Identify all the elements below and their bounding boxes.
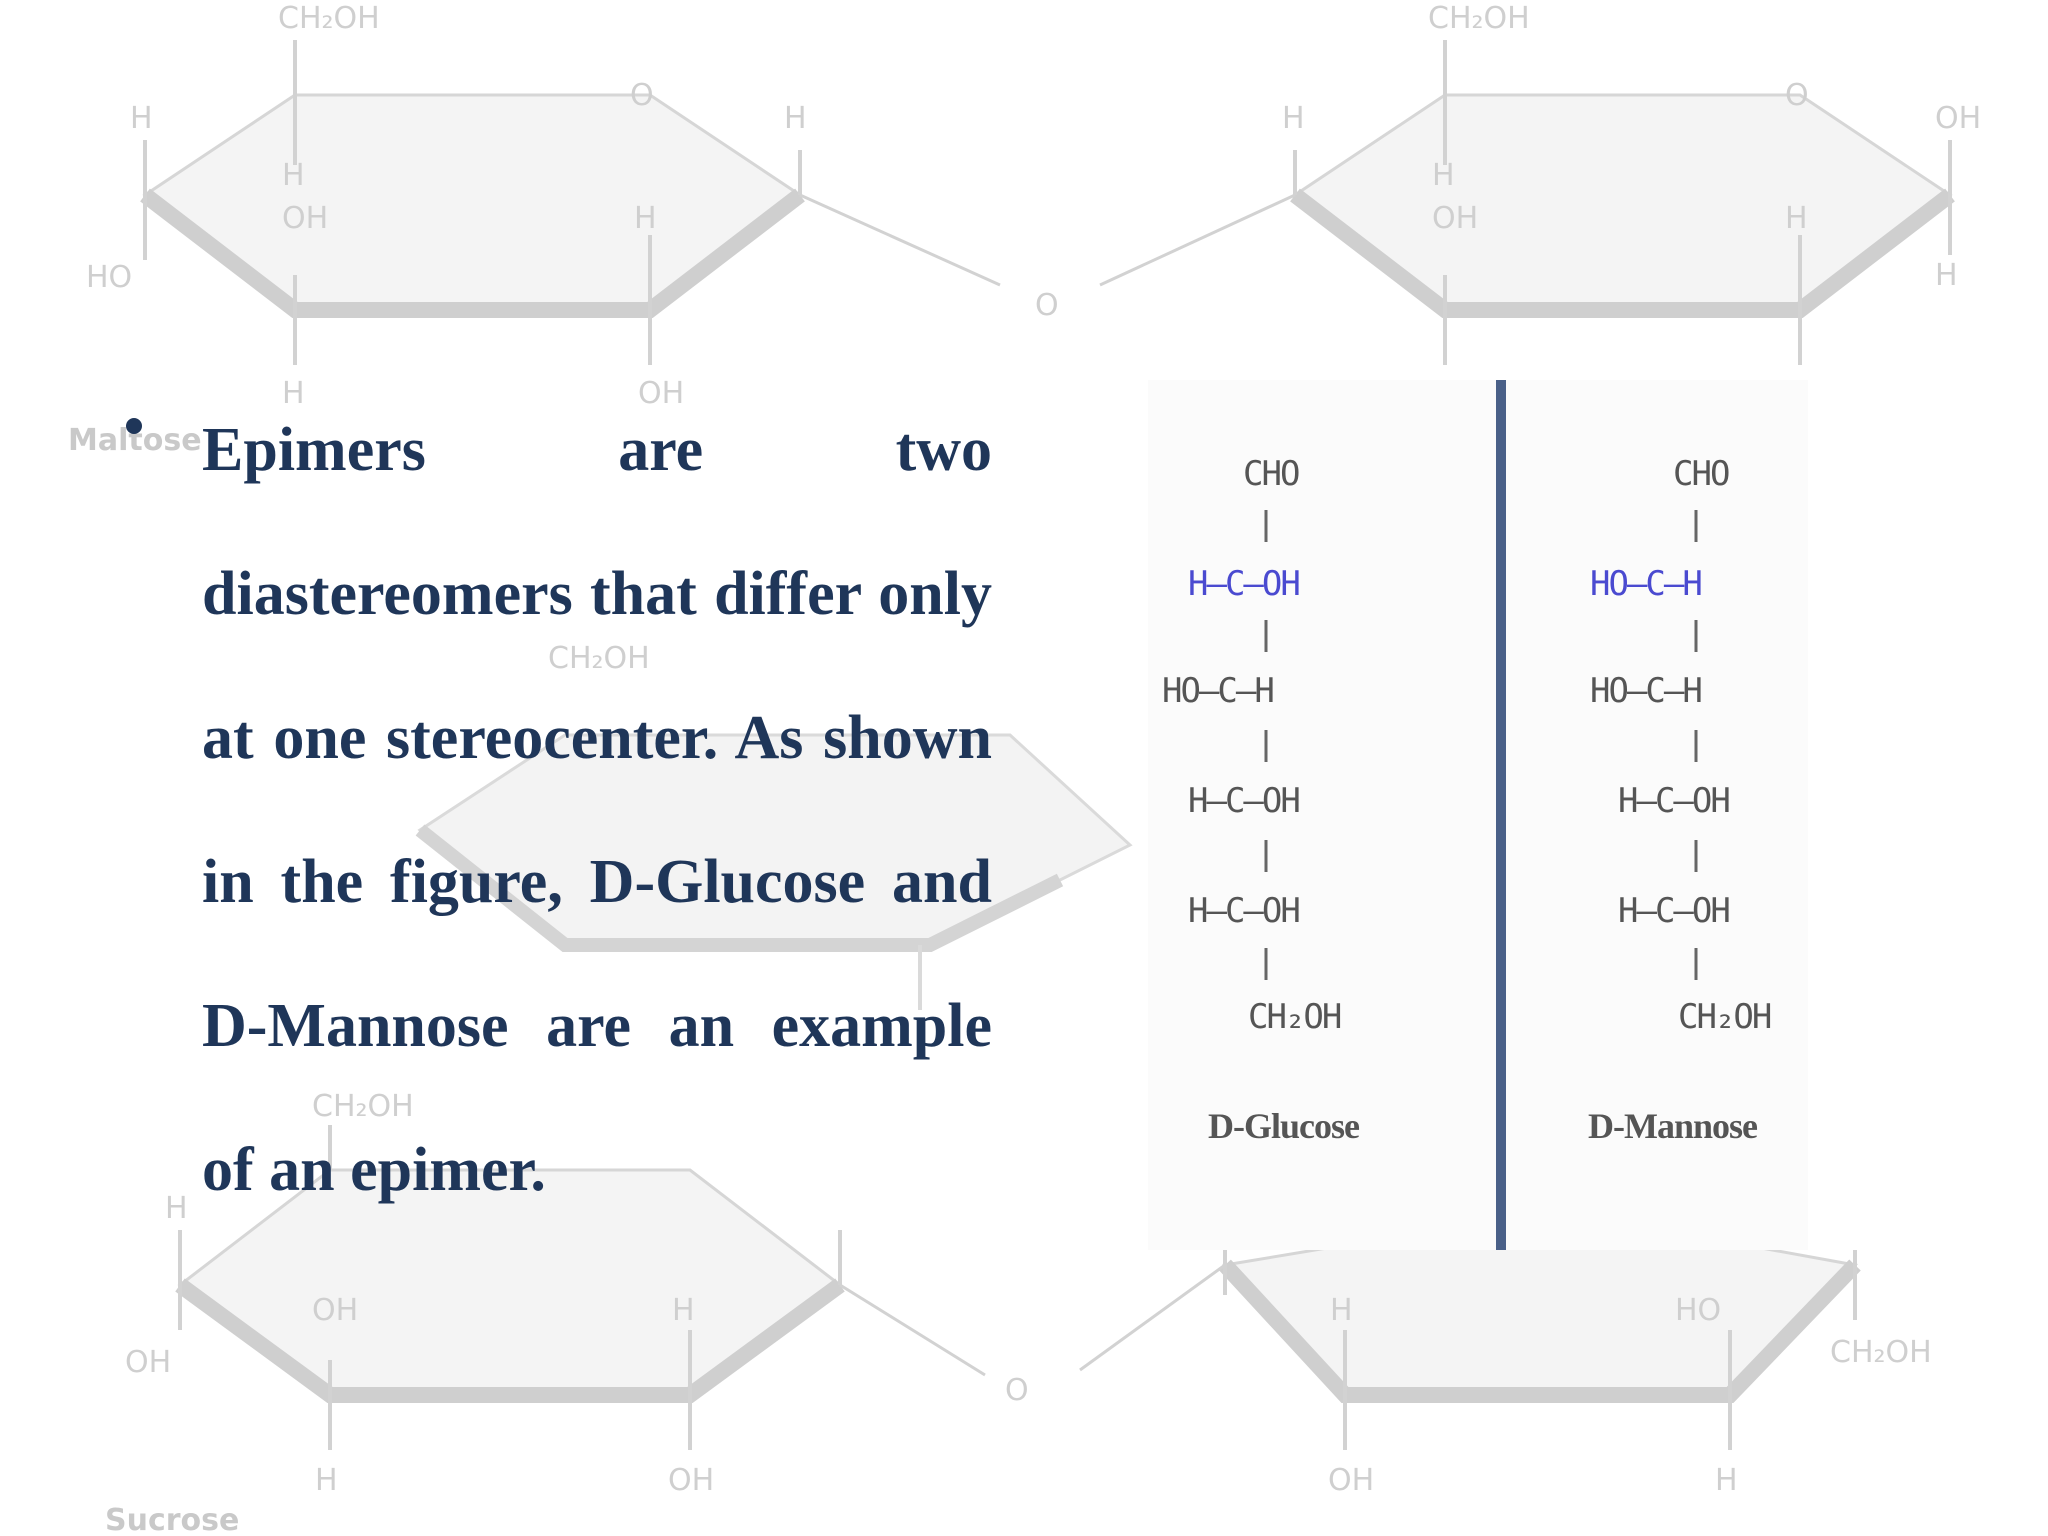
glucose-caption: D-Glucose (1208, 1106, 1360, 1146)
bg-o-label: O (1785, 78, 1809, 113)
bg-ho-label: HO (86, 260, 132, 295)
glucose-row-4: H—C—OH (1188, 781, 1299, 821)
d-glucose-structure: CHO H—C—OH HO—C—H H—C—OH H—C—OH CH₂OH D-… (1162, 454, 1361, 1146)
bg-h-label: H (315, 1463, 338, 1498)
mannose-row-4: H—C—OH (1618, 781, 1729, 821)
bg-h-label: H (1935, 258, 1958, 293)
glucose-row-5: H—C—OH (1188, 891, 1299, 931)
bg-bridge-o-label: O (1005, 1373, 1029, 1408)
bg-ho-label: HO (1675, 1293, 1721, 1328)
mannose-row-3: HO—C—H (1590, 671, 1701, 711)
bg-bridge-o-label: O (1035, 288, 1059, 323)
bg-ch2oh-label: CH₂OH (278, 1, 380, 36)
bg-h-label: H (1715, 1463, 1738, 1498)
top-left-ring: CH₂OH H HO H OH H H OH O H (86, 1, 1001, 411)
mannose-row-2: HO—C—H (1590, 564, 1701, 604)
fischer-projections: CHO H—C—OH HO—C—H H—C—OH H—C—OH CH₂OH D-… (1148, 380, 1808, 1250)
bg-h-label: H (1330, 1293, 1353, 1328)
bg-h-label: H (634, 201, 657, 236)
bg-oh-label: OH (282, 201, 328, 236)
bg-h-label: H (1282, 101, 1305, 136)
middle-ring: CH₂OH (415, 641, 1133, 1010)
bg-h-label: H (282, 158, 305, 193)
bg-h-label: H (1785, 201, 1808, 236)
bullet-dot (126, 418, 142, 434)
bg-h-label: H (784, 101, 807, 136)
epimer-figure: CHO H—C—OH HO—C—H H—C—OH H—C—OH CH₂OH D-… (1148, 380, 1808, 1250)
bg-sucrose-label: Sucrose (105, 1503, 239, 1536)
bg-oh-label: OH (312, 1293, 358, 1328)
bullet-text: Epimers are two diastereomers that diffe… (202, 416, 992, 1204)
mannose-row-ch2oh: CH₂OH (1678, 997, 1771, 1037)
bottom-left-ring: CH₂OH H OH OH H H OH (125, 1089, 986, 1498)
bg-h-label: H (165, 1191, 188, 1226)
bg-oh-label: OH (638, 376, 684, 411)
glucose-row-2: H—C—OH (1188, 564, 1299, 604)
bg-h-label: H (672, 1293, 695, 1328)
top-right-ring: CH₂OH H H OH H O OH H (1099, 1, 1981, 365)
bg-h-label: H (1432, 158, 1455, 193)
d-mannose-structure: CHO HO—C—H HO—C—H H—C—OH H—C—OH CH₂OH D-… (1588, 454, 1773, 1146)
mannose-caption: D-Mannose (1588, 1106, 1758, 1146)
bottom-right-ring: H HO CH₂OH OH H (1079, 1243, 1932, 1498)
bg-ch2oh-label: CH₂OH (548, 641, 650, 676)
bg-ch2oh-label: CH₂OH (1830, 1335, 1932, 1370)
slide-bullet-block: Epimers are two diastereomers that diffe… (112, 378, 992, 1242)
glucose-row-3: HO—C—H (1162, 671, 1273, 711)
bg-ch2oh-label: CH₂OH (1428, 1, 1530, 36)
bg-oh-label: OH (668, 1463, 714, 1498)
bg-oh-label: OH (125, 1345, 171, 1380)
mannose-row-5: H—C—OH (1618, 891, 1729, 931)
bg-ch2oh-label: CH₂OH (312, 1089, 414, 1124)
divider-line (1496, 380, 1506, 1250)
bg-oh-label: OH (1432, 201, 1478, 236)
bg-oh-label: OH (1935, 101, 1981, 136)
glucose-row-ch2oh: CH₂OH (1248, 997, 1341, 1037)
bg-oh-label: OH (1328, 1463, 1374, 1498)
bg-h-label: H (282, 376, 305, 411)
mannose-row-cho: CHO (1673, 454, 1729, 494)
glucose-row-cho: CHO (1243, 454, 1299, 494)
bg-h-label: H (130, 101, 153, 136)
bg-o-label: O (630, 78, 654, 113)
